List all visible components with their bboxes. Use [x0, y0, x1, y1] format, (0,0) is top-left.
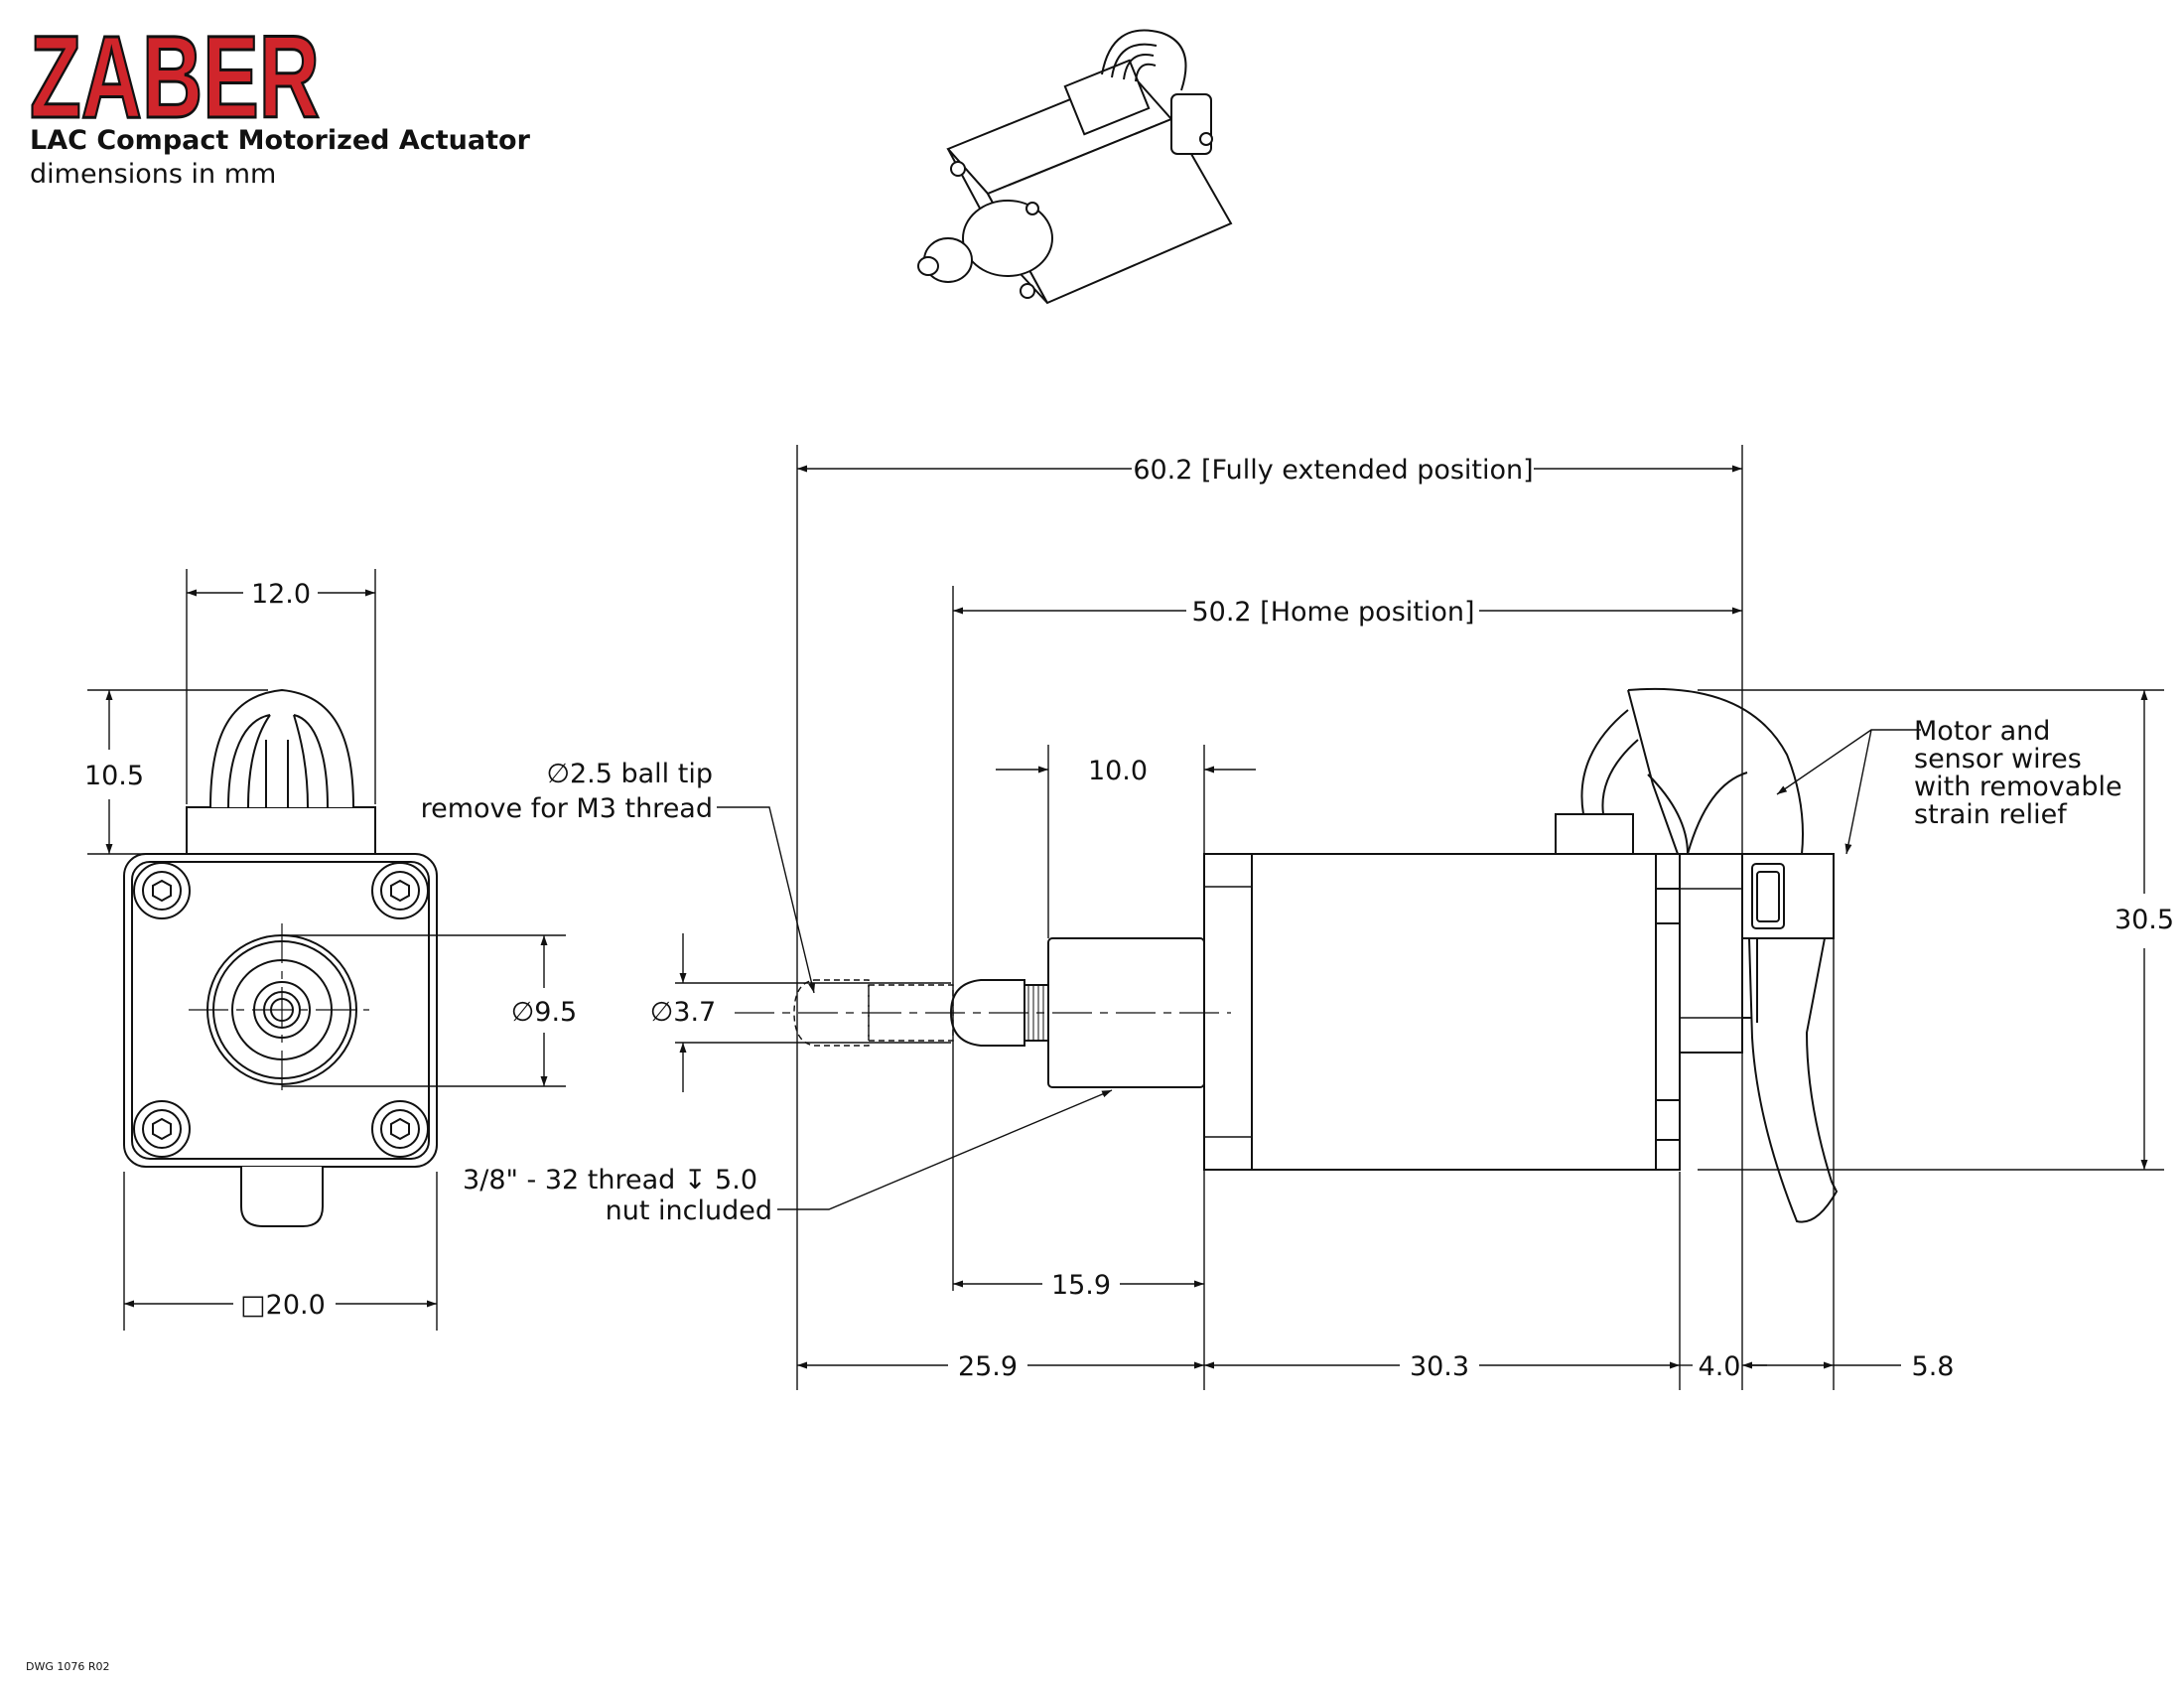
screw-icon: [133, 1100, 191, 1158]
zaber-logo: ZABER: [29, 14, 322, 129]
product-title: LAC Compact Motorized Actuator: [30, 125, 530, 156]
dim-plate: 4.0: [1699, 1351, 1741, 1382]
note-ball-tip-2: remove for M3 thread: [421, 793, 713, 824]
strain-relief-cage: [209, 688, 354, 808]
dim-front-width-top: 12.0: [251, 579, 311, 610]
dim-home-position: 50.2 [Home position]: [1191, 597, 1474, 628]
note-thread-2: nut included: [606, 1196, 772, 1226]
brand-wordmark: ZABER: [30, 14, 320, 129]
dim-front-to-body: 25.9: [958, 1351, 1018, 1382]
dim-fully-extended: 60.2 [Fully extended position]: [1133, 455, 1533, 486]
dim-nut-length: 10.0: [1088, 756, 1148, 786]
dim-body-length: 30.3: [1410, 1351, 1469, 1382]
side-dimensions: [675, 445, 2164, 1390]
dim-front-square: □20.0: [240, 1290, 326, 1321]
screw-icon: [371, 862, 429, 919]
note-wires-1: Motor and: [1914, 716, 2050, 747]
dim-stroke-to-body: 15.9: [1051, 1270, 1111, 1301]
connector: [1555, 813, 1634, 855]
note-thread-1: 3/8" - 32 thread ↧ 5.0: [463, 1165, 757, 1196]
front-flange: [1203, 853, 1253, 1171]
dim-tip-diameter: ∅3.7: [650, 997, 716, 1028]
note-wires-2: sensor wires: [1914, 744, 2082, 774]
front-dimensions: [87, 569, 566, 1331]
note-wires-3: with removable: [1914, 772, 2122, 802]
dim-relief: 5.8: [1912, 1351, 1955, 1382]
strain-relief-base: [186, 806, 376, 855]
side-view: [949, 813, 1835, 1171]
drawing-number: DWG 1076 R02: [26, 1660, 110, 1673]
screw-icon: [371, 1100, 429, 1158]
dim-front-height-top: 10.5: [84, 761, 144, 791]
front-view: [123, 688, 438, 1227]
dim-height: 30.5: [2115, 905, 2174, 935]
note-ball-tip-1: ∅2.5 ball tip: [546, 759, 713, 789]
cable: [1580, 687, 1839, 1223]
screw-icon: [133, 862, 191, 919]
note-wires-4: strain relief: [1914, 799, 2068, 830]
motor-body: [1251, 853, 1680, 1171]
units-note: dimensions in mm: [30, 159, 277, 190]
isometric-view: [917, 29, 1233, 305]
dim-front-diameter: ∅9.5: [511, 997, 577, 1028]
